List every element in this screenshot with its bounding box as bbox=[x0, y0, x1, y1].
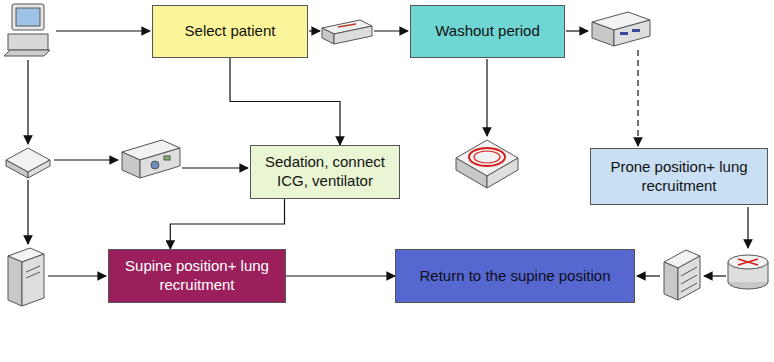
box-label: Return to the supine position bbox=[412, 263, 619, 290]
flow-arrow bbox=[374, 30, 408, 31]
process-box: Supine position+ lung recruitment bbox=[108, 249, 286, 303]
flow-arrow bbox=[27, 60, 28, 144]
box-label: Sedation, connect ICG, ventilator bbox=[251, 149, 399, 195]
dashed-arrow bbox=[637, 50, 638, 146]
tower-server-icon bbox=[8, 248, 44, 306]
flow-connector bbox=[286, 275, 395, 276]
box-label: Prone position+ lung recruitment bbox=[591, 154, 767, 200]
box-label: Select patient bbox=[177, 18, 284, 45]
server-icon bbox=[592, 12, 650, 46]
process-box: Prone position+ lung recruitment bbox=[590, 148, 768, 205]
flow-arrow bbox=[704, 275, 726, 276]
storage-icon bbox=[664, 250, 700, 300]
switch-icon bbox=[322, 20, 372, 44]
router-icon bbox=[728, 255, 768, 289]
flow-arrow bbox=[566, 30, 588, 31]
box-label: Supine position+ lung recruitment bbox=[109, 253, 285, 299]
flow-arrow bbox=[637, 275, 660, 276]
process-box: Sedation, connect ICG, ventilator bbox=[250, 145, 400, 199]
flow-connector bbox=[170, 199, 284, 249]
hub-icon bbox=[6, 148, 50, 178]
flow-arrow bbox=[56, 30, 150, 31]
flow-arrow bbox=[182, 167, 248, 168]
box-label: Washout period bbox=[427, 18, 548, 45]
flow-arrow bbox=[54, 159, 118, 160]
flow-arrow bbox=[309, 30, 320, 31]
computer-icon bbox=[4, 4, 50, 56]
flow-connector bbox=[230, 58, 340, 145]
process-box: Washout period bbox=[410, 5, 565, 58]
monitor-device-icon bbox=[122, 140, 180, 178]
flow-arrow bbox=[48, 275, 106, 276]
ring-device-icon bbox=[456, 140, 518, 188]
flow-arrow bbox=[27, 180, 28, 244]
flow-arrow bbox=[486, 59, 487, 136]
process-box: Return to the supine position bbox=[395, 249, 635, 303]
process-box: Select patient bbox=[152, 5, 308, 58]
flow-arrow bbox=[747, 207, 748, 248]
